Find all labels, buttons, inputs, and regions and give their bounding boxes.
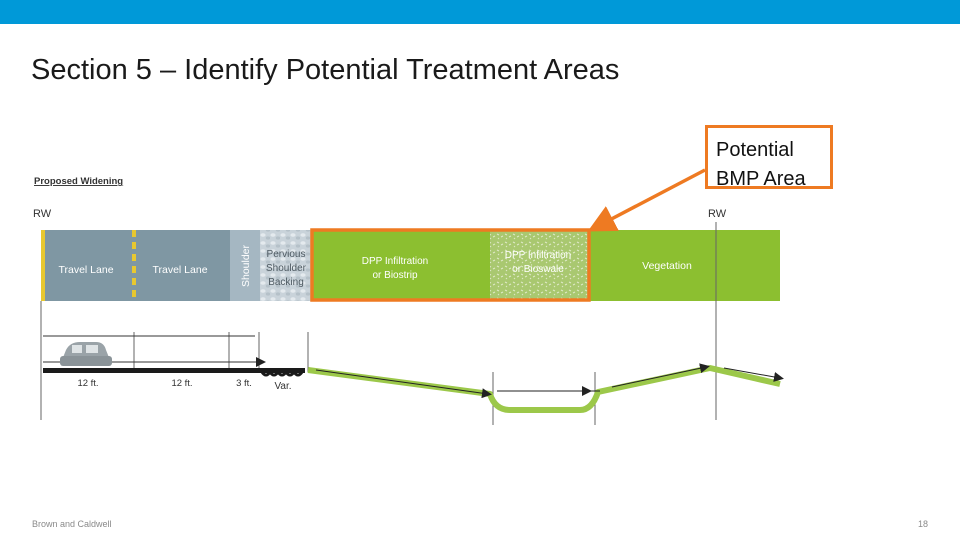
callout-line-1: Potential <box>716 139 794 161</box>
potential-bmp-callout: Potential BMP Area <box>705 125 833 190</box>
callout-line-2: BMP Area <box>716 168 806 190</box>
slope-arrow-2 <box>611 363 710 388</box>
vegetation-band <box>589 230 780 301</box>
vegetation-label: Vegetation <box>642 260 692 272</box>
edge-stripe <box>41 230 45 301</box>
travel-lanes-band <box>41 230 230 301</box>
rw-right-label: RW <box>708 208 727 220</box>
dim-label-1: 12 ft. <box>77 378 98 389</box>
ground-profile <box>307 365 781 413</box>
travel-lane-2-label: Travel Lane <box>152 264 207 276</box>
pervious-label-2: Shoulder <box>266 263 307 274</box>
travel-lane-1-label: Travel Lane <box>58 264 113 276</box>
pervious-label-1: Pervious <box>267 249 306 260</box>
slide-title: Section 5 – Identify Potential Treatment… <box>31 54 620 86</box>
potential-bmp-highlight-box <box>310 228 591 302</box>
shoulder-band <box>230 230 260 301</box>
pervious-label-3: Backing <box>268 277 304 288</box>
dpp-bioswale-label-1: DPP Infiltration <box>505 250 572 261</box>
pervious-shoulder-section <box>260 369 304 377</box>
top-accent-bar <box>0 0 960 24</box>
dpp-biostrip-label-1: DPP Infiltration <box>362 256 429 267</box>
dpp-bioswale-band <box>490 230 589 301</box>
dim-label-2: 12 ft. <box>171 378 192 389</box>
shoulder-label: Shoulder <box>240 244 252 287</box>
dim-label-3: 3 ft. <box>236 378 252 389</box>
pavement-section <box>43 368 305 373</box>
dpp-biostrip-band <box>312 230 490 301</box>
proposed-widening-heading: Proposed Widening <box>34 176 123 187</box>
dim-label-4: Var. <box>274 381 291 392</box>
dpp-bioswale-label-2: or Bioswale <box>512 264 564 275</box>
rw-left-label: RW <box>33 208 52 220</box>
slope-arrow-1 <box>315 369 492 399</box>
pervious-shoulder-band <box>260 230 312 301</box>
callout-arrow <box>587 168 706 232</box>
page-number: 18 <box>918 519 929 529</box>
car-icon <box>60 342 112 366</box>
dpp-biostrip-label-2: or Biostrip <box>372 270 417 281</box>
slope-arrow-3 <box>723 367 784 382</box>
footer-company: Brown and Caldwell <box>32 519 112 529</box>
